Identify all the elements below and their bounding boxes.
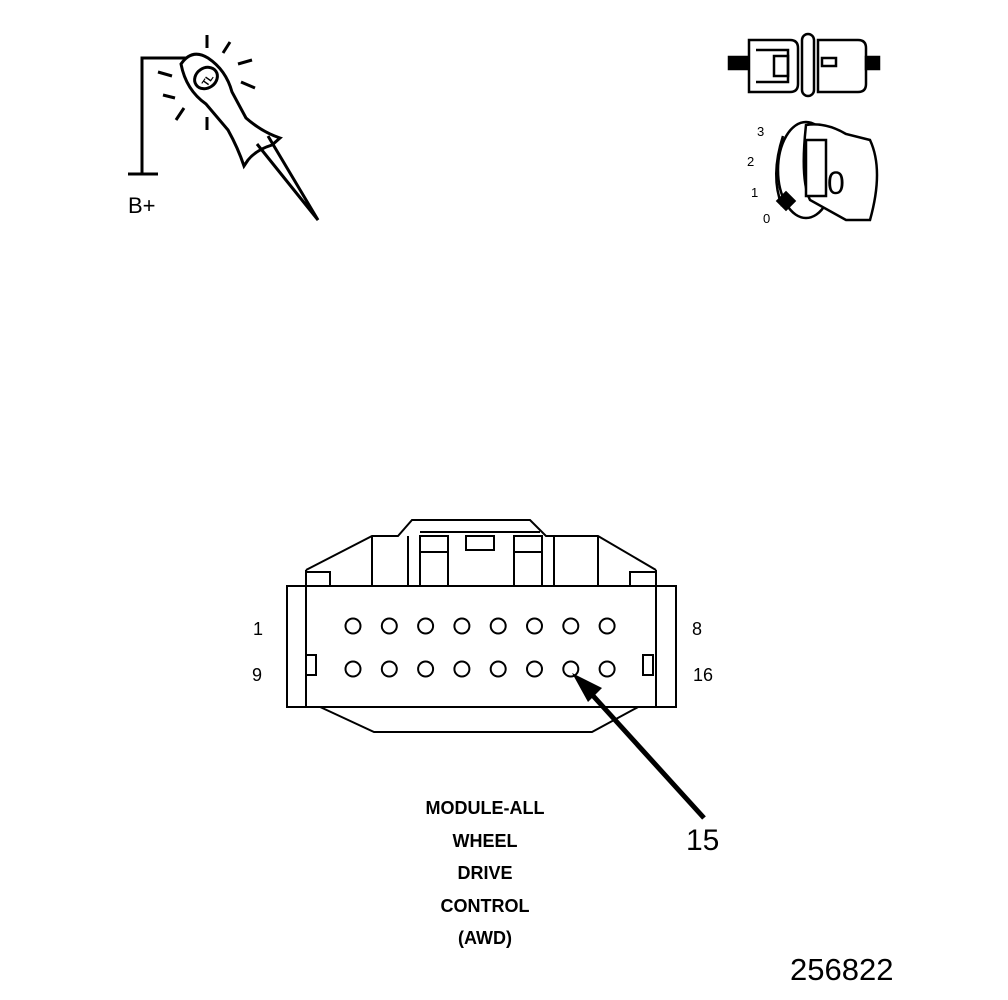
callout-arrow: [572, 673, 706, 820]
pin-cavity: [598, 617, 616, 635]
key-position-2: 2: [747, 154, 754, 169]
pin-label-bottom-first: 9: [252, 665, 263, 685]
pin-cavity: [526, 617, 543, 635]
key-selected-position: 0: [827, 165, 845, 201]
key-position-0: 0: [763, 211, 770, 226]
pin-cavity: [380, 617, 398, 635]
component-caption: MODULE-ALL WHEEL DRIVE CONTROL (AWD): [385, 792, 585, 955]
pin-cavity: [489, 617, 507, 635]
pin-cavity: [453, 660, 471, 678]
figure-id: 256822: [790, 952, 894, 987]
callout-pin-label: 15: [686, 824, 720, 857]
caption-line: CONTROL: [440, 895, 530, 916]
caption-line: DRIVE: [457, 863, 513, 883]
pin-cavity: [598, 660, 616, 678]
pin-label-top-last: 8: [692, 619, 703, 639]
pin-cavity: [489, 660, 507, 678]
pin-label-bottom-last: 16: [693, 665, 714, 685]
caption-line: WHEEL: [452, 830, 518, 851]
pin-label-top-first: 1: [253, 619, 264, 639]
pin-cavity: [562, 617, 580, 635]
pin-cavity: [453, 617, 471, 635]
pin-cavity: [344, 617, 362, 635]
pin-cavity: [417, 617, 435, 635]
key-position-1: 1: [751, 185, 758, 200]
ignition-key-icon: [775, 120, 879, 222]
pin-cavity: [417, 660, 435, 678]
caption-line: (AWD): [458, 928, 512, 948]
test-light-icon: [128, 35, 320, 221]
key-position-3: 3: [757, 124, 764, 139]
pin-cavity: [526, 660, 543, 678]
pin-cavity: [344, 660, 362, 678]
connector-housing: [286, 519, 677, 733]
pin-cavity: [562, 660, 580, 678]
connector-pin-cavities: [344, 617, 616, 678]
pin-cavity: [380, 660, 398, 678]
disconnect-connector-icon: [727, 32, 881, 98]
caption-line: MODULE-ALL: [425, 798, 545, 818]
b-plus-label: B+: [128, 193, 156, 218]
